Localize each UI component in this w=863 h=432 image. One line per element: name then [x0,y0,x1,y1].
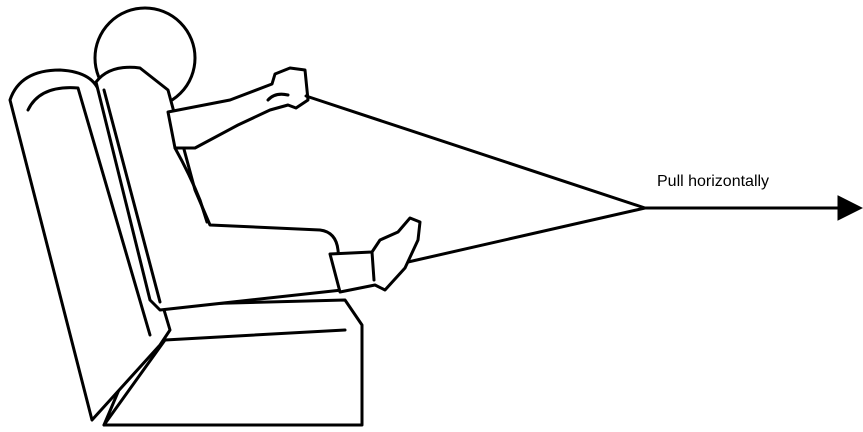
arrow-head-icon [838,196,862,220]
strap-lines [306,96,645,262]
pull-arrow [645,196,862,220]
occupant-leg [330,218,420,292]
pull-label: Pull horizontally [657,173,769,191]
